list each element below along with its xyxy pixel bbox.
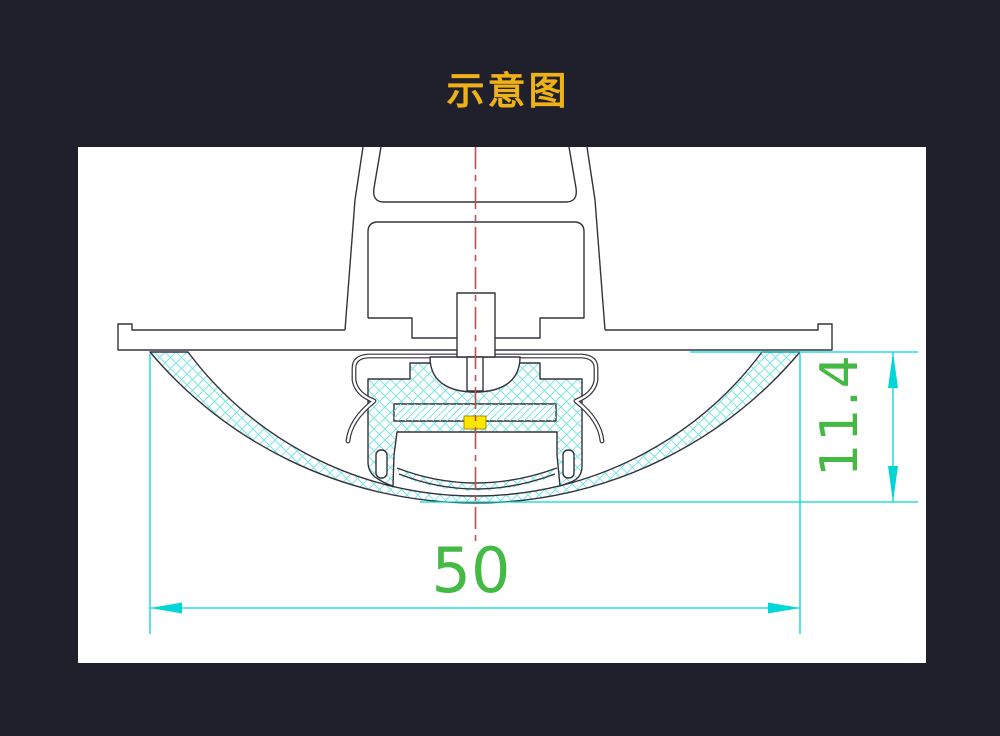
right-foot-slit: [562, 449, 575, 479]
dimension-height: 11.4: [420, 351, 918, 503]
width-arrow-right: [768, 602, 800, 614]
width-arrow-left: [150, 602, 182, 614]
cross-section-view: [117, 146, 833, 545]
profile-lower-chamber: [367, 221, 585, 339]
dimension-width: 50: [149, 354, 801, 634]
page-title: 示意图: [446, 69, 569, 113]
height-arrow-top: [888, 352, 898, 388]
width-dim-text: 50: [432, 534, 511, 607]
profile-outer-wall-right: [586, 146, 606, 331]
left-foot-slit: [375, 449, 388, 479]
profile-outer-wall-left: [344, 146, 364, 331]
height-arrow-bottom: [888, 466, 898, 502]
height-dim-text: 11.4: [810, 353, 870, 477]
